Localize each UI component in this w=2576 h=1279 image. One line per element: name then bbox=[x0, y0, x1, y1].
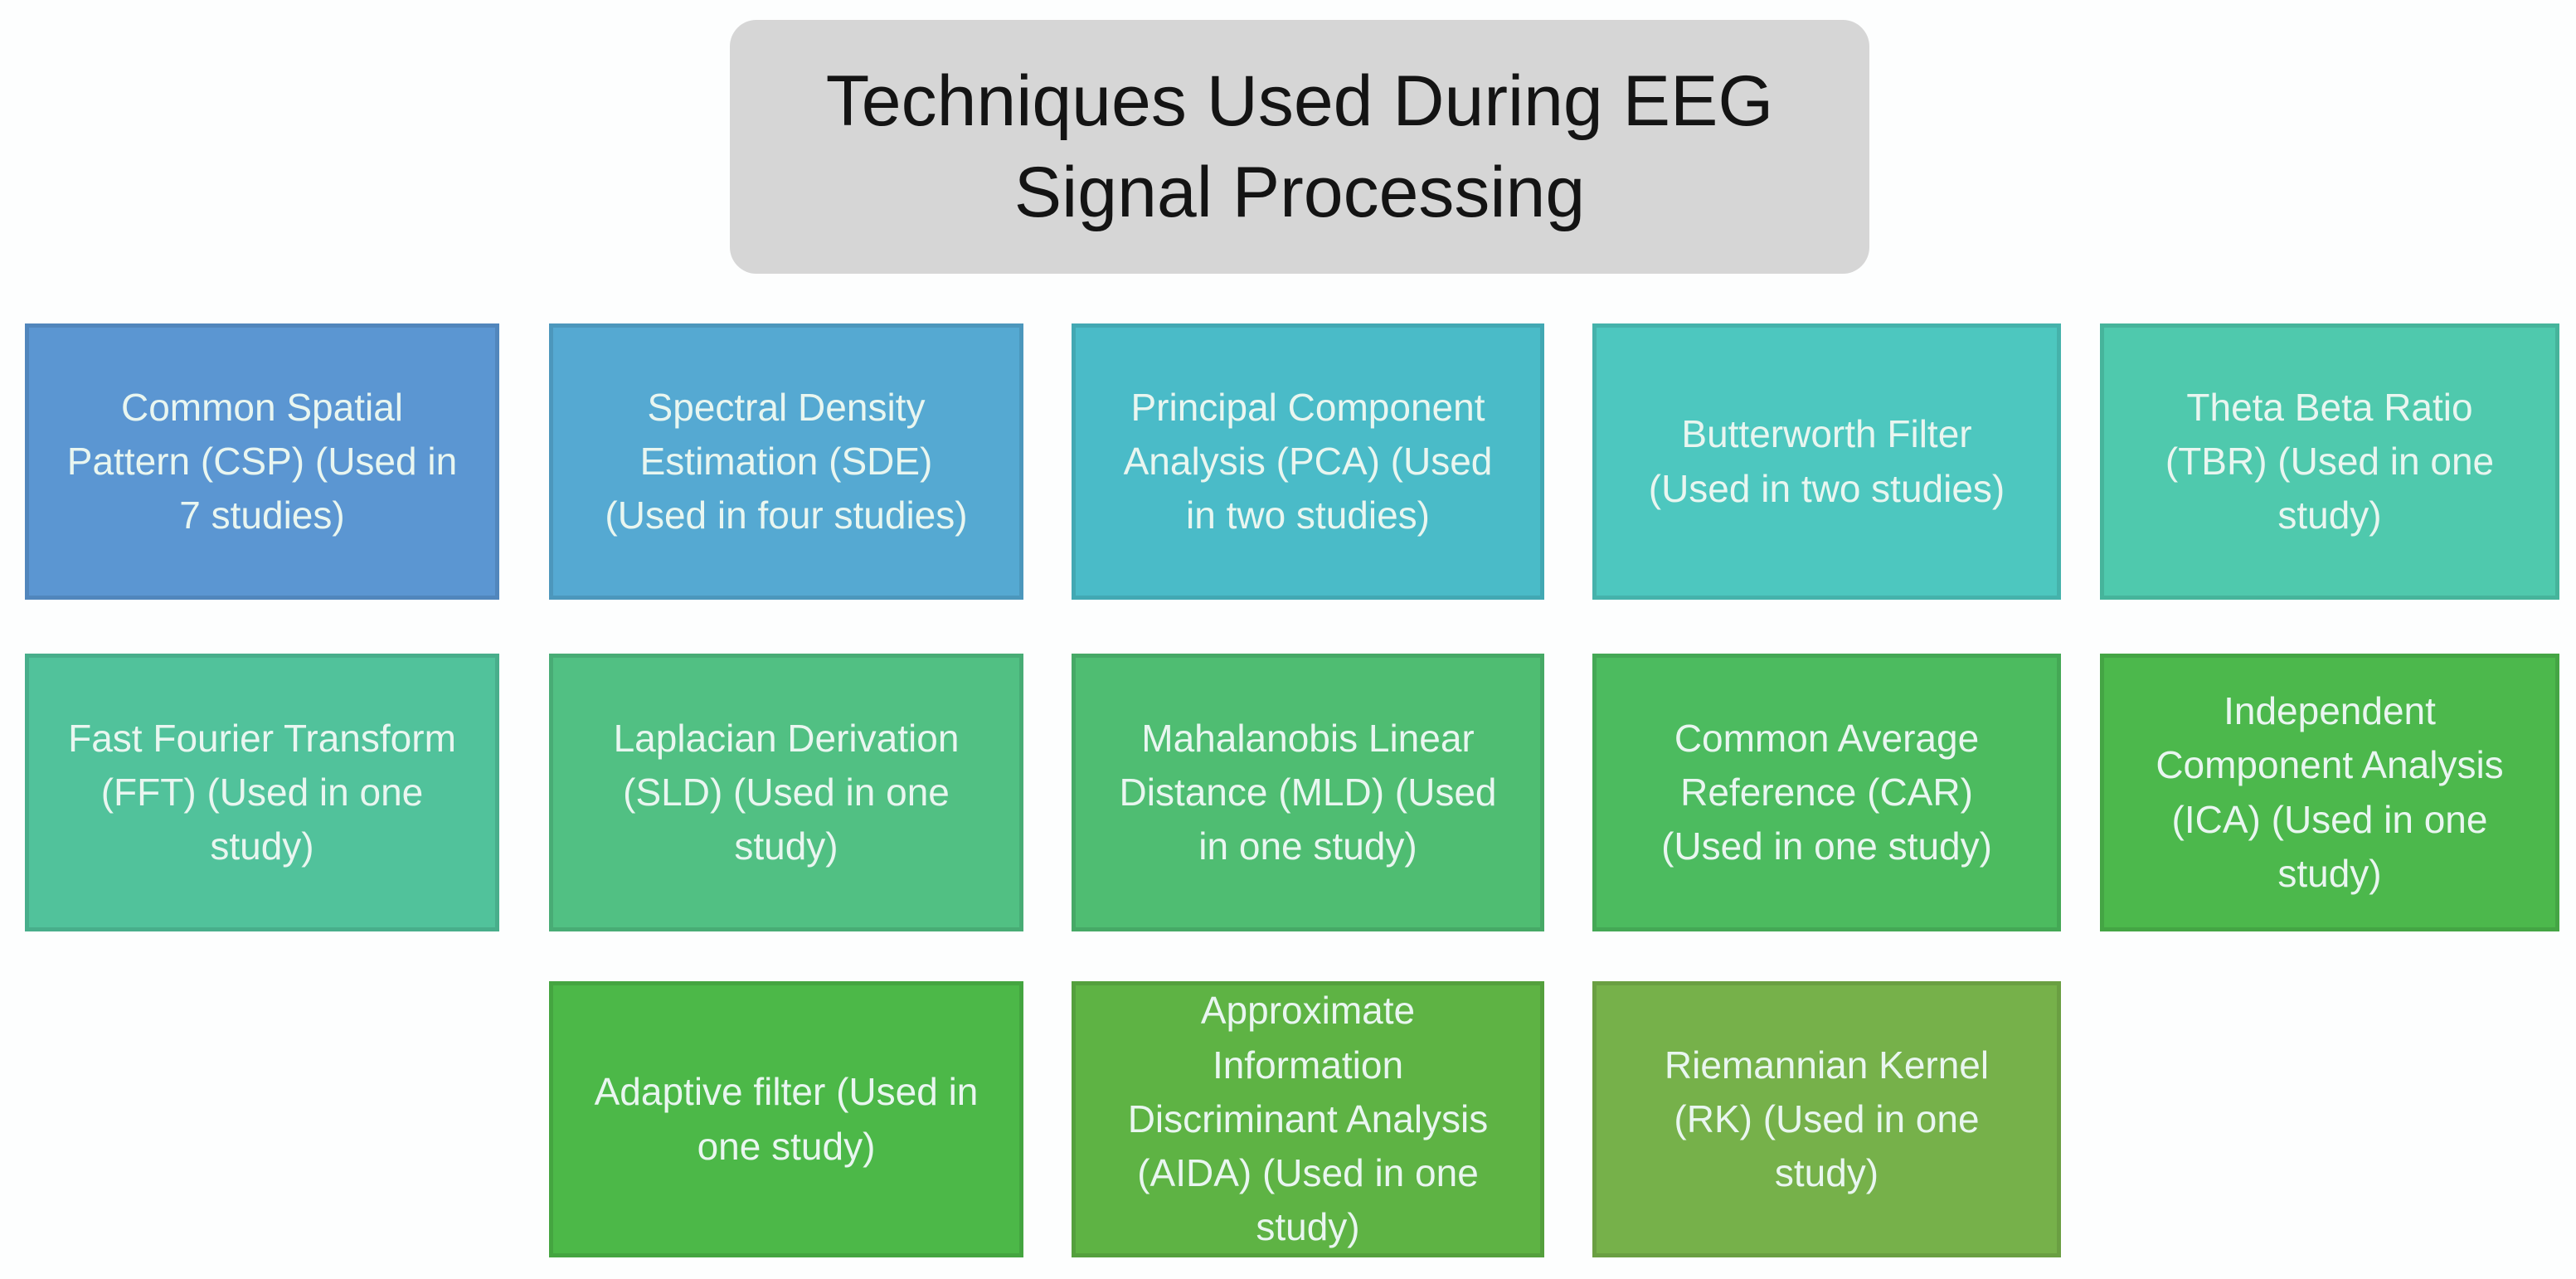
technique-label-sld: Laplacian Derivation (SLD) (Used in one … bbox=[613, 716, 960, 868]
technique-label-adaptive: Adaptive filter (Used in one study) bbox=[594, 1070, 979, 1168]
technique-box-mld: Mahalanobis Linear Distance (MLD) (Used … bbox=[1072, 654, 1544, 931]
technique-box-aida: Approximate Information Discriminant Ana… bbox=[1072, 981, 1544, 1257]
technique-label-fft: Fast Fourier Transform (FFT) (Used in on… bbox=[68, 716, 456, 868]
technique-box-tbr: Theta Beta Ratio (TBR) (Used in one stud… bbox=[2100, 323, 2559, 600]
technique-box-rk: Riemannian Kernel (RK) (Used in one stud… bbox=[1592, 981, 2061, 1257]
technique-label-ica: Independent Component Analysis (ICA) (Us… bbox=[2156, 688, 2504, 895]
diagram-title: Techniques Used During EEG Signal Proces… bbox=[825, 61, 1774, 232]
technique-label-rk: Riemannian Kernel (RK) (Used in one stud… bbox=[1664, 1043, 1990, 1195]
technique-box-sde: Spectral Density Estimation (SDE) (Used … bbox=[549, 323, 1023, 600]
technique-box-ica: Independent Component Analysis (ICA) (Us… bbox=[2100, 654, 2559, 931]
technique-box-adaptive: Adaptive filter (Used in one study) bbox=[549, 981, 1023, 1257]
technique-label-butterworth: Butterworth Filter (Used in two studies) bbox=[1648, 412, 2005, 510]
technique-box-pca: Principal Component Analysis (PCA) (Used… bbox=[1072, 323, 1544, 600]
technique-label-mld: Mahalanobis Linear Distance (MLD) (Used … bbox=[1119, 716, 1497, 868]
technique-box-car: Common Average Reference (CAR) (Used in … bbox=[1592, 654, 2061, 931]
technique-label-car: Common Average Reference (CAR) (Used in … bbox=[1661, 716, 1992, 868]
technique-label-csp: Common Spatial Pattern (CSP) (Used in 7 … bbox=[66, 385, 458, 537]
technique-box-sld: Laplacian Derivation (SLD) (Used in one … bbox=[549, 654, 1023, 931]
technique-label-aida: Approximate Information Discriminant Ana… bbox=[1127, 989, 1489, 1249]
diagram-title-box: Techniques Used During EEG Signal Proces… bbox=[730, 20, 1869, 274]
technique-label-pca: Principal Component Analysis (PCA) (Used… bbox=[1123, 385, 1493, 537]
technique-label-tbr: Theta Beta Ratio (TBR) (Used in one stud… bbox=[2165, 385, 2495, 537]
technique-label-sde: Spectral Density Estimation (SDE) (Used … bbox=[605, 385, 968, 537]
technique-box-fft: Fast Fourier Transform (FFT) (Used in on… bbox=[25, 654, 499, 931]
technique-box-csp: Common Spatial Pattern (CSP) (Used in 7 … bbox=[25, 323, 499, 600]
technique-box-butterworth: Butterworth Filter (Used in two studies) bbox=[1592, 323, 2061, 600]
